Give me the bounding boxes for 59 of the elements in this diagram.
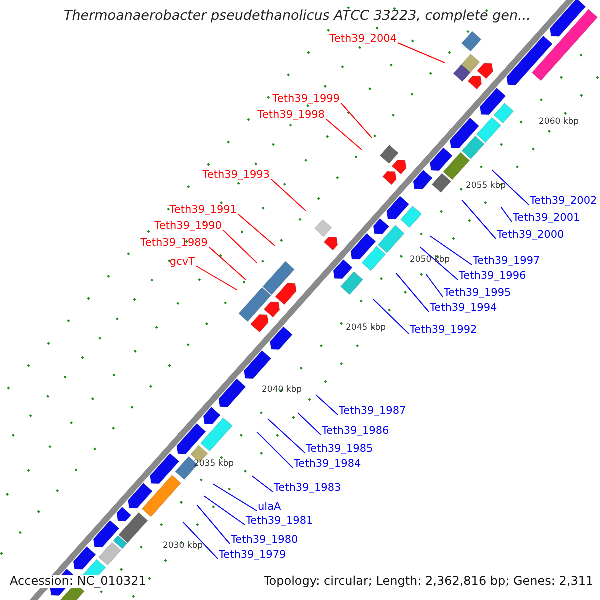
leader-line [270,178,306,212]
gene-label: Teth39_1979 [219,549,286,562]
gene-label: Teth39_1985 [306,443,374,456]
gene-label: Teth39_1983 [274,482,342,495]
leader-line [500,206,512,222]
gene-label: Teth39_1997 [473,255,540,268]
leader-line [462,200,496,240]
leader-line [430,236,472,266]
gene-label: Teth39_2004 [330,33,397,46]
leader-line [372,298,410,334]
leader-line [212,484,258,512]
gene-label: Teth39_1980 [231,534,298,547]
leader-line [398,42,446,64]
gene-label: Teth39_2001 [513,212,580,225]
gene-label: Teth39_2000 [497,229,564,242]
scale-label: 2055 kbp [466,180,506,193]
gene-label: Teth39_1989 [140,237,208,250]
scale-label: 2060 kbp [539,116,580,129]
info-text: Topology: circular; Length: 2,362,816 bp; Genes: 2,311 [262,575,596,588]
leader-line [182,522,218,560]
leader-line [396,272,430,312]
leader-line [252,476,274,492]
scale-label: 2050 kbp [410,254,450,267]
leader-line [268,418,306,454]
gene-label: Teth39_1999 [272,93,340,106]
scale-label: 2045 kbp [346,322,386,335]
leader-line [298,412,322,436]
scale-label: 2040 kbp [262,384,302,397]
gene-label: Teth39_1990 [154,220,222,233]
gene-label: Teth39_1993 [202,169,270,182]
gene-label: gcvT [170,256,195,269]
leader-line [256,432,294,468]
gene-label: Teth39_1984 [294,458,362,471]
gene-label: Teth39_1998 [258,109,325,122]
gene-label: Teth39_1987 [339,405,406,418]
leader-line [238,214,276,246]
leader-line [420,246,458,280]
gene-label: Teth39_1996 [459,270,526,283]
gene-label: Teth39_1994 [430,302,498,315]
gene-label: Teth39_1991 [170,204,237,217]
leader-line [204,496,246,526]
leader-line [222,230,258,264]
leader-line [208,246,246,280]
leader-line [196,504,230,544]
gene-label: Teth39_1992 [410,324,478,337]
leader-line [492,170,530,206]
gene-label: Teth39_1995 [444,287,512,300]
leader-line [196,266,238,290]
leader-line [340,102,372,138]
gene-label: Teth39_1981 [246,515,314,528]
info-text: Accession: NC_010321 [8,575,148,588]
leader-line [326,118,362,150]
leader-line [426,274,444,298]
title: Thermoanaerobacter pseudethanolicus ATCC 33223, complete gen... [64,10,531,23]
scale-label: 2030 kbp [163,540,204,553]
gene-label: Teth39_1986 [322,425,390,438]
leader-line [316,394,338,416]
gene-label: Teth39_2002 [530,195,598,208]
gene-label: ulaA [258,501,282,514]
